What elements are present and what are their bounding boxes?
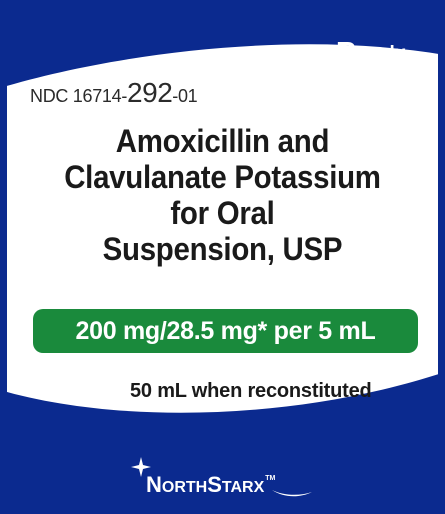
title-line-1: Amoxicillin and bbox=[115, 123, 330, 159]
logo-s: S bbox=[207, 472, 222, 497]
reconstitution-volume: 50 mL when reconstituted bbox=[130, 380, 372, 402]
ndc-prefix: NDC 16714- bbox=[30, 86, 128, 106]
rx-x: x bbox=[352, 50, 363, 70]
top-navy-band bbox=[0, 0, 445, 88]
ndc-suffix: -01 bbox=[172, 86, 198, 106]
ndc-product-code: 292 bbox=[127, 77, 173, 108]
rx-only-text: only bbox=[366, 43, 406, 64]
strength-badge: 200 mg/28.5 mg* per 5 mL bbox=[33, 309, 418, 353]
ndc-number: NDC 16714-292-01 bbox=[30, 77, 198, 108]
logo-trademark: TM bbox=[265, 475, 276, 482]
right-navy-edge bbox=[438, 0, 445, 514]
logo-tar: TAR bbox=[221, 479, 254, 496]
logo-x: X bbox=[253, 479, 265, 496]
drug-title: Amoxicillin and Clavulanate Potassium fo… bbox=[18, 123, 427, 267]
title-line-3: for Oral bbox=[170, 195, 275, 231]
logo-swoosh bbox=[272, 490, 312, 497]
northstar-logo: NORTHSTARXTM bbox=[146, 474, 275, 496]
logo-n: N bbox=[146, 472, 162, 497]
rx-r: R bbox=[336, 36, 356, 67]
four-point-star-icon bbox=[131, 457, 151, 477]
left-navy-edge bbox=[0, 0, 7, 514]
logo-orth: ORTH bbox=[161, 479, 208, 496]
title-line-2: Clavulanate Potassium bbox=[64, 159, 381, 195]
bottom-navy-band bbox=[0, 372, 445, 514]
title-line-4: Suspension, USP bbox=[102, 231, 343, 267]
